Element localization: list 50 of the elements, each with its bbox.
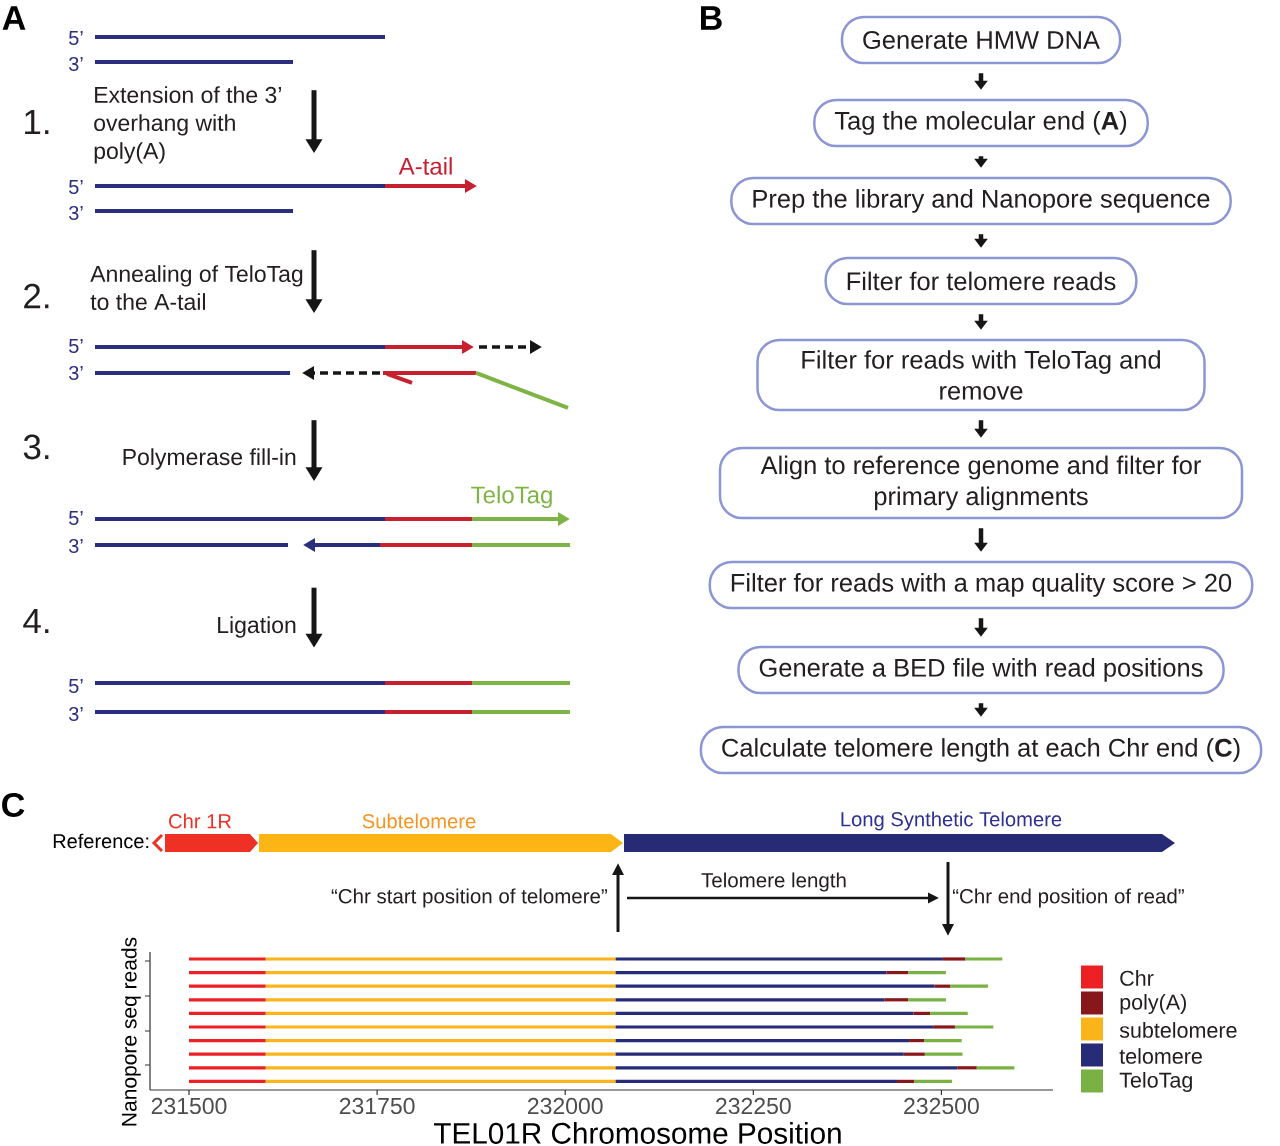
step-number: 1.: [25, 109, 49, 135]
legend-label: TeloTag: [1119, 1071, 1192, 1092]
strand-end-label: 3’: [69, 706, 83, 722]
legend-label: Chr: [1120, 970, 1154, 986]
panel-letter: A: [2, 6, 26, 30]
legend-label: telomere: [1119, 1048, 1202, 1064]
dimension-label: Telomere length: [701, 872, 846, 892]
region-label: Chr 1R: [169, 813, 232, 829]
tag-label: TeloTag: [471, 485, 552, 509]
strand-end-label: 3’: [69, 538, 83, 554]
strand-end-label: 5’: [69, 339, 83, 353]
strand-end-label: 5’: [69, 31, 83, 45]
process-box: Tag the molecular end (A): [813, 98, 1149, 148]
panel-letter: B: [701, 6, 722, 30]
tick-label: 232000: [528, 1097, 603, 1115]
process-box: Filter for reads with TeloTag and remove: [756, 338, 1206, 412]
region-label: Long Synthetic Telomere: [841, 811, 1062, 831]
tick-label: 232250: [716, 1097, 791, 1115]
legend-label: subtelomere: [1119, 1022, 1237, 1038]
process-box: Generate a BED file with read positions: [737, 645, 1225, 695]
process-box: Generate HMW DNA: [840, 15, 1122, 65]
axis-title: TEL01R Chromosome Position: [434, 1122, 841, 1144]
step-number: 2.: [24, 283, 49, 309]
tick-label: 232500: [904, 1097, 979, 1115]
strand-end-label: 5’: [69, 511, 83, 525]
axis-title: Nanopore seq reads: [121, 937, 141, 1126]
process-box: Align to reference genome and filter for primary alignments: [718, 446, 1244, 520]
region-label: Subtelomere: [362, 813, 476, 829]
panel-letter: C: [2, 792, 25, 817]
edge-label: Extension of the 3’ overhang with poly(A): [94, 86, 281, 164]
tick-label: 231750: [339, 1097, 415, 1115]
strand-end-label: 3’: [69, 205, 83, 221]
strand-end-label: 3’: [69, 365, 83, 381]
position-label: “Chr start position of telomere”: [331, 888, 607, 908]
strand-end-label: 5’: [69, 180, 83, 194]
strand-end-label: 3’: [69, 56, 83, 72]
edge-label: Ligation: [218, 616, 296, 638]
edge-label: Polymerase fill-in: [123, 448, 296, 470]
tick-label: 231500: [151, 1097, 227, 1115]
position-label: “Chr end position of read”: [952, 888, 1184, 908]
process-box: Calculate telomere length at each Chr end (C): [699, 725, 1263, 775]
step-number: 4.: [23, 608, 49, 634]
tail-label: A-tail: [398, 157, 452, 175]
process-box: Filter for reads with a map quality score > 20: [708, 560, 1254, 610]
process-box: Prep the library and Nanopore sequence: [730, 176, 1232, 226]
legend-label: poly(A): [1120, 993, 1186, 1014]
strand-end-label: 5’: [69, 679, 83, 693]
edge-label: Annealing of TeloTag to the A-tail: [90, 265, 303, 311]
step-number: 3.: [23, 434, 49, 460]
process-box: Filter for telomere reads: [824, 256, 1138, 306]
